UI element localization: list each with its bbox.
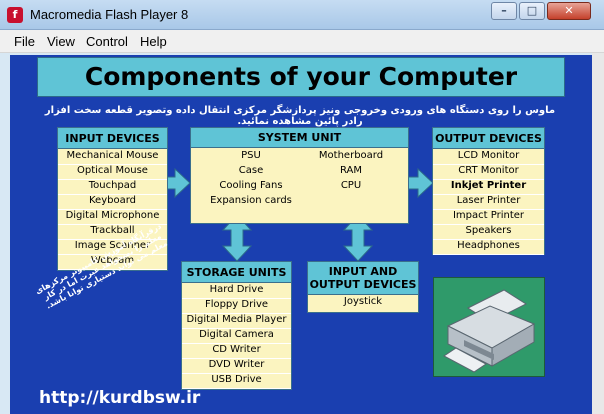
- input-device-item[interactable]: Webcam: [58, 255, 167, 270]
- printer-image-panel: [433, 277, 545, 377]
- close-button[interactable]: ✕: [547, 2, 591, 20]
- input-device-item[interactable]: Keyboard: [58, 195, 167, 210]
- system-unit-item[interactable]: Case: [238, 165, 264, 176]
- input-device-item[interactable]: Mechanical Mouse: [58, 150, 167, 165]
- maximize-button[interactable]: □: [519, 2, 545, 20]
- menu-file[interactable]: File: [14, 34, 35, 49]
- system-unit-item[interactable]: Cooling Fans: [219, 180, 283, 191]
- system-unit-item[interactable]: Motherboard: [318, 150, 384, 161]
- title-banner: Components of your Computer: [37, 57, 565, 97]
- storage-unit-item[interactable]: Digital Media Player: [182, 314, 291, 329]
- storage-unit-item[interactable]: CD Writer: [182, 344, 291, 359]
- storage-unit-item[interactable]: Hard Drive: [182, 284, 291, 299]
- output-device-item[interactable]: LCD Monitor: [433, 150, 544, 165]
- system-unit-item[interactable]: RAM: [339, 165, 362, 176]
- output-device-item[interactable]: CRT Monitor: [433, 165, 544, 180]
- flash-player-icon: f: [7, 7, 23, 23]
- menu-control[interactable]: Control: [86, 34, 128, 49]
- storage-unit-item[interactable]: USB Drive: [182, 374, 291, 389]
- storage-unit-item[interactable]: Floppy Drive: [182, 299, 291, 314]
- minimize-button[interactable]: –: [491, 2, 517, 20]
- output-device-item[interactable]: Laser Printer: [433, 195, 544, 210]
- input-device-item[interactable]: Optical Mouse: [58, 165, 167, 180]
- storage-unit-item[interactable]: Digital Camera: [182, 329, 291, 344]
- input-device-item[interactable]: Image Scanner: [58, 240, 167, 255]
- input-devices-box: INPUT DEVICES Mechanical Mouse Optical M…: [57, 127, 168, 271]
- storage-units-box: STORAGE UNITS Hard Drive Floppy Drive Di…: [181, 261, 292, 390]
- system-unit-title: SYSTEM UNIT: [191, 128, 408, 148]
- page-title: Components of your Computer: [84, 62, 518, 91]
- output-device-item[interactable]: Headphones: [433, 240, 544, 255]
- io-device-item[interactable]: Joystick: [343, 296, 383, 307]
- storage-units-title: STORAGE UNITS: [182, 262, 291, 283]
- menu-help[interactable]: Help: [140, 34, 167, 49]
- input-device-item[interactable]: Touchpad: [58, 180, 167, 195]
- input-device-item[interactable]: Digital Microphone: [58, 210, 167, 225]
- output-device-item[interactable]: Impact Printer: [433, 210, 544, 225]
- output-devices-box: OUTPUT DEVICES LCD Monitor CRT Monitor I…: [432, 127, 545, 255]
- site-url[interactable]: http://kurdbsw.ir: [39, 388, 201, 408]
- instruction-text: ماوس را روی دستگاه های ورودی وخروجی ونیز…: [44, 105, 556, 127]
- menu-bar: File View Control Help: [0, 30, 604, 53]
- window-title: Macromedia Flash Player 8: [30, 7, 189, 22]
- output-device-item-selected[interactable]: Inkjet Printer: [433, 180, 544, 195]
- output-device-item[interactable]: Speakers: [433, 225, 544, 240]
- printer-icon: [443, 289, 536, 373]
- menu-view[interactable]: View: [47, 34, 75, 49]
- window-titlebar: f Macromedia Flash Player 8 – □ ✕: [0, 0, 604, 30]
- io-devices-title-line1: INPUT AND: [328, 265, 398, 278]
- io-devices-title: INPUT AND OUTPUT DEVICES: [308, 262, 418, 295]
- system-unit-item[interactable]: CPU: [340, 180, 362, 191]
- input-devices-title: INPUT DEVICES: [58, 128, 167, 149]
- system-unit-item[interactable]: PSU: [241, 150, 261, 161]
- storage-unit-item[interactable]: DVD Writer: [182, 359, 291, 374]
- output-devices-title: OUTPUT DEVICES: [433, 128, 544, 149]
- right-edge-scrollbar[interactable]: [592, 53, 604, 414]
- io-devices-box: INPUT AND OUTPUT DEVICES Joystick: [307, 261, 419, 313]
- input-device-item[interactable]: Trackball: [58, 225, 167, 240]
- system-unit-item[interactable]: Expansion cards: [210, 195, 292, 206]
- io-devices-title-line2: OUTPUT DEVICES: [309, 278, 417, 291]
- system-unit-box: SYSTEM UNIT PSU Case Cooling Fans Expans…: [190, 127, 409, 224]
